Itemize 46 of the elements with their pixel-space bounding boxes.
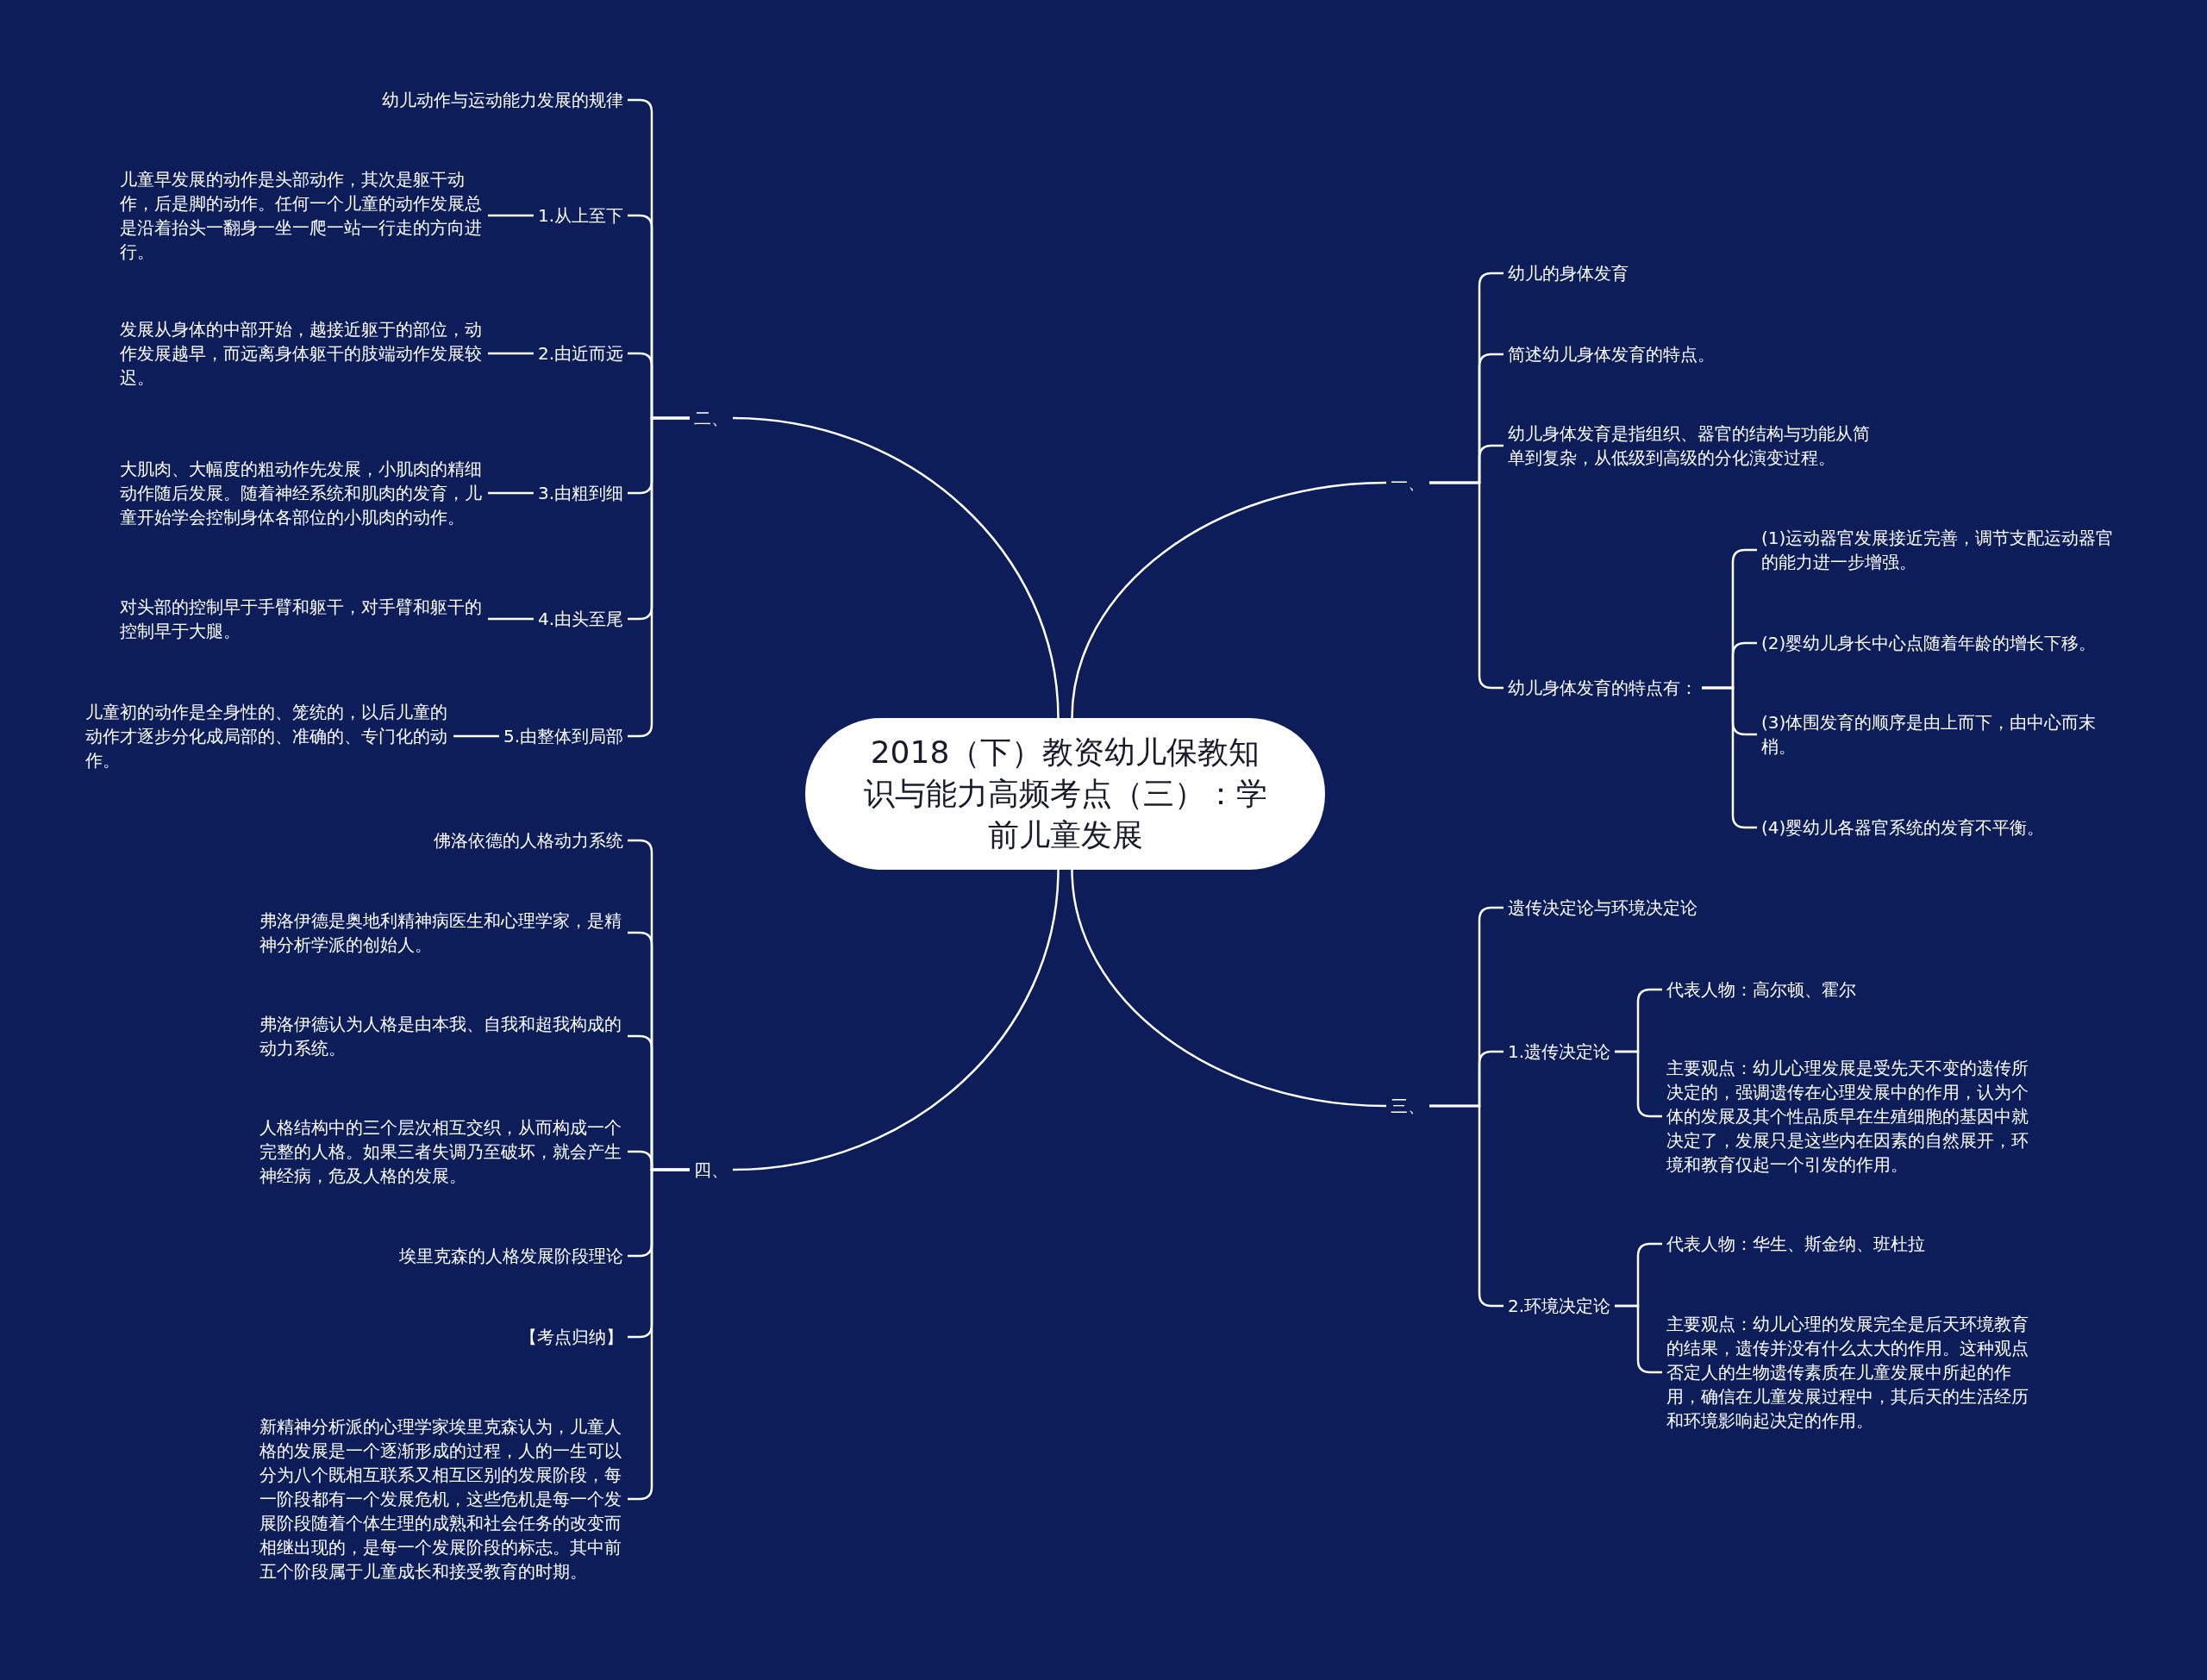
topic-text: 2.环境决定论	[1504, 1294, 1616, 1318]
connector-line	[488, 617, 534, 621]
topic-text: 代表人物：高尔顿、霍尔	[1662, 977, 1860, 1002]
topic-text: 幼儿身体发育的特点有：	[1504, 676, 1702, 700]
topic-text: 弗洛伊德认为人格是由本我、自我和超我构成的动力系统。	[255, 1012, 628, 1060]
topic-text: 三、	[1386, 1094, 1429, 1118]
topic-text: (1)运动器官发展接近完善，调节支配运动器官的能力进一步增强。	[1757, 526, 2119, 574]
connector-line	[732, 416, 1060, 719]
topic-text: 幼儿身体发育是指组织、器官的结构与功能从简单到复杂，从低级到高级的分化演变过程。	[1504, 422, 1874, 470]
topic-text: 埃里克森的人格发展阶段理论	[395, 1244, 628, 1268]
topic-text: 一、	[1386, 471, 1429, 495]
topic-text: 儿童早发展的动作是头部动作，其次是躯干动作，后是脚的动作。任何一个儿童的动作发展总是沿着抬头一翻身一坐一爬一站一行走的方向进行。	[116, 167, 488, 264]
topic-text: 主要观点：幼儿心理发展是受先天不变的遗传所决定的，强调遗传在心理发展中的作用，认为个体的发展及其个性品质早在生殖细胞的基因中就决定了，发展只是这些内在因素的自然展开，环境和教育仅起一个引发的作用。	[1662, 1056, 2035, 1177]
connector-line	[488, 214, 534, 217]
topic-text: 幼儿动作与运动能力发展的规律	[378, 88, 628, 112]
topic-text: 幼儿的身体发育	[1504, 261, 1633, 285]
topic-text: 简述幼儿身体发育的特点。	[1504, 342, 1719, 366]
topic-text: 代表人物：华生、斯金纳、班杜拉	[1662, 1232, 1929, 1256]
topic-text: 发展从身体的中部开始，越接近躯于的部位，动作发展越早，而远离身体躯干的肢端动作发展较迟。	[116, 317, 488, 390]
topic-text: 儿童初的动作是全身性的、笼统的，以后儿童的动作才逐步分化成局部的、准确的、专门化的动作。	[81, 700, 453, 772]
topic-text: 新精神分析派的心理学家埃里克森认为，儿童人格的发展是一个逐渐形成的过程，人的一生可以分为八个既相互联系又相互区别的发展阶段，每一阶段都有一个发展危机，这些危机是每一个发展阶段随着个体生理的成熟和社会任务的改变而相继出现的，是每一个发展阶段的标志。其中前五个阶段属于儿童成长和接受教育的时期。	[255, 1415, 628, 1583]
connector-line	[1071, 481, 1387, 719]
connector-line	[732, 869, 1060, 1171]
topic-text: 主要观点：幼儿心理的发展完全是后天环境教育的结果，遗传并没有什么太大的作用。这种观点否定人的生物遗传素质在儿童发展中所起的作用，确信在儿童发展过程中，其后天的生活经历和环境影响起决定的作用。	[1662, 1312, 2035, 1433]
topic-text: 大肌肉、大幅度的粗动作先发展，小肌肉的精细动作随后发展。随着神经系统和肌肉的发育，儿童开始学会控制身体各部位的小肌肉的动作。	[116, 457, 488, 529]
connector-line	[1071, 869, 1387, 1108]
connector-line	[488, 491, 534, 495]
topic-text: 二、	[690, 406, 733, 430]
topic-text: 人格结构中的三个层次相互交织，从而构成一个完整的人格。如果三者失调乃至破坏，就会产生神经病，危及人格的发展。	[255, 1115, 628, 1188]
topic-text: 遗传决定论与环境决定论	[1504, 896, 1702, 920]
topic-text: 3.由粗到细	[533, 481, 628, 505]
topic-text: 佛洛依德的人格动力系统	[429, 828, 628, 852]
topic-text: (4)婴幼儿各器官系统的发育不平衡。	[1757, 815, 2049, 840]
topic-text: 1.遗传决定论	[1504, 1040, 1616, 1064]
topic-text: (2)婴幼儿身长中心点随着年龄的增长下移。	[1757, 631, 2101, 655]
topic-text: (3)体围发育的顺序是由上而下，由中心而末梢。	[1757, 710, 2119, 759]
topic-text: 四、	[690, 1158, 733, 1182]
connector-line	[453, 734, 499, 738]
connector-line	[488, 352, 534, 355]
topic-text: 弗洛伊德是奥地利精神病医生和心理学家，是精神分析学派的创始人。	[255, 909, 628, 957]
topic-text: 5.由整体到局部	[498, 724, 628, 748]
topic-text: 对头部的控制早于手臂和躯干，对手臂和躯干的控制早于大腿。	[116, 595, 488, 643]
topic-text: 4.由头至尾	[533, 607, 628, 631]
topic-text: 2.由近而远	[533, 341, 628, 365]
topic-text: 【考点归纳】	[516, 1325, 628, 1349]
topic-text: 1.从上至下	[533, 203, 628, 228]
